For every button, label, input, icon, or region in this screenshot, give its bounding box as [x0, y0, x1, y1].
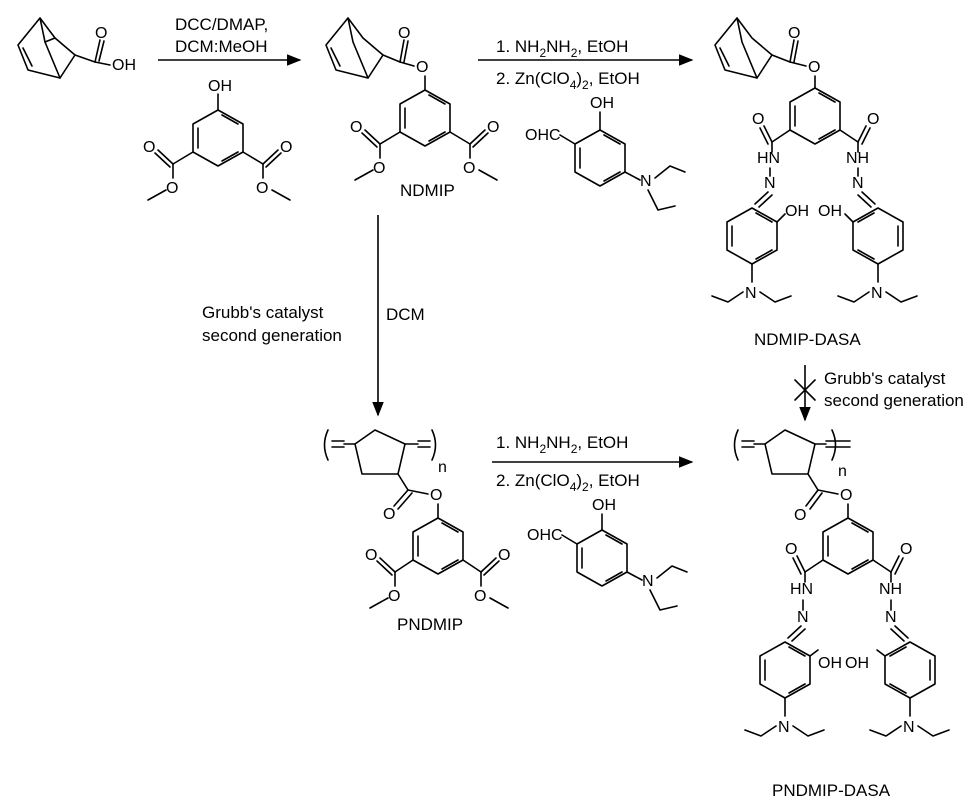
structure-pndmip: n O O O O O O	[323, 429, 510, 609]
svg-text:O: O	[398, 25, 410, 42]
svg-text:N: N	[640, 173, 652, 190]
svg-text:O: O	[365, 547, 377, 564]
reagent-step2-top: 1. NH2NH2, EtOH 2. Zn(ClO4)2, EtOH	[496, 37, 640, 92]
svg-text:O: O	[383, 506, 395, 523]
svg-text:O: O	[867, 111, 879, 128]
svg-text:OH: OH	[785, 203, 809, 220]
svg-text:N: N	[871, 285, 883, 302]
svg-text:O: O	[900, 541, 912, 558]
svg-text:N: N	[852, 175, 864, 192]
label-pndmip: PNDMIP	[397, 615, 463, 634]
svg-text:HN: HN	[790, 581, 813, 598]
svg-text:n: n	[838, 463, 847, 480]
svg-text:NH: NH	[879, 581, 902, 598]
label-pndmip-dasa: PNDMIP-DASA	[772, 781, 891, 799]
structure-aldehyde-top: OH OHC N	[525, 95, 686, 211]
reagent-step2-bottom: 1. NH2NH2, EtOH 2. Zn(ClO4)2, EtOH	[496, 433, 640, 494]
structure-pndmip-dasa: n O O O HN N O NH N	[733, 429, 950, 737]
svg-text:O: O	[498, 547, 510, 564]
svg-text:OHC: OHC	[525, 127, 561, 144]
svg-text:O: O	[785, 541, 797, 558]
svg-text:O: O	[794, 507, 806, 524]
svg-text:N: N	[745, 285, 757, 302]
structure-aldehyde-bottom: OH OHC N	[527, 497, 688, 611]
catalyst-label-left-2: second generation	[202, 326, 342, 345]
svg-text:NH: NH	[846, 150, 869, 167]
svg-text:OH: OH	[208, 78, 232, 95]
svg-text:O: O	[280, 139, 292, 156]
svg-text:O: O	[487, 119, 499, 136]
svg-text:N: N	[764, 175, 776, 192]
svg-text:OH: OH	[590, 95, 614, 112]
svg-text:O: O	[474, 588, 486, 605]
catalyst-label-left-1: Grubb's catalyst	[202, 303, 324, 322]
svg-text:N: N	[797, 609, 809, 626]
svg-text:O: O	[752, 111, 764, 128]
structure-hydroxyisophthalate: OH O O O O	[143, 78, 292, 201]
svg-text:n: n	[438, 459, 447, 476]
svg-text:O: O	[388, 588, 400, 605]
svg-text:O: O	[95, 25, 107, 42]
svg-text:O: O	[430, 487, 442, 504]
svg-text:O: O	[788, 25, 800, 42]
svg-text:O: O	[463, 160, 475, 177]
svg-text:O: O	[808, 59, 820, 76]
cross-mark	[794, 379, 816, 401]
svg-text:N: N	[778, 719, 790, 736]
structure-ndmip: O O O O O O	[325, 17, 499, 181]
svg-text:O: O	[256, 180, 268, 197]
svg-text:OH: OH	[818, 203, 842, 220]
svg-text:2. Zn(ClO4)2, EtOH: 2. Zn(ClO4)2, EtOH	[496, 69, 640, 92]
svg-text:O: O	[166, 180, 178, 197]
reagent-dcm: DCM	[386, 305, 425, 324]
svg-text:2. Zn(ClO4)2, EtOH: 2. Zn(ClO4)2, EtOH	[496, 471, 640, 494]
reagent-dcm-meoh: DCM:MeOH	[175, 37, 268, 56]
svg-text:1. NH2NH2, EtOH: 1. NH2NH2, EtOH	[496, 37, 628, 60]
svg-text:O: O	[840, 487, 852, 504]
svg-text:O: O	[350, 119, 362, 136]
svg-text:OH: OH	[845, 655, 869, 672]
svg-text:N: N	[903, 719, 915, 736]
label-ndmip-dasa: NDMIP-DASA	[754, 330, 861, 349]
svg-text:N: N	[642, 573, 654, 590]
svg-text:1. NH2NH2, EtOH: 1. NH2NH2, EtOH	[496, 433, 628, 456]
reagent-dcc-dmap: DCC/DMAP,	[175, 15, 268, 34]
svg-text:OH: OH	[592, 497, 616, 514]
svg-text:OHC: OHC	[527, 527, 563, 544]
label-ndmip: NDMIP	[400, 181, 455, 200]
svg-text:HN: HN	[757, 150, 780, 167]
svg-text:OH: OH	[112, 57, 136, 74]
svg-text:O: O	[373, 160, 385, 177]
catalyst-label-right-1: Grubb's catalyst	[824, 369, 946, 388]
svg-text:O: O	[416, 59, 428, 76]
svg-text:O: O	[143, 139, 155, 156]
svg-text:N: N	[885, 609, 897, 626]
structure-ndmip-dasa: O O O HN N O NH N OH N	[711, 17, 918, 303]
svg-text:OH: OH	[818, 655, 842, 672]
structure-norbornene-acid: O OH	[17, 17, 136, 79]
catalyst-label-right-2: second generation	[824, 391, 964, 410]
